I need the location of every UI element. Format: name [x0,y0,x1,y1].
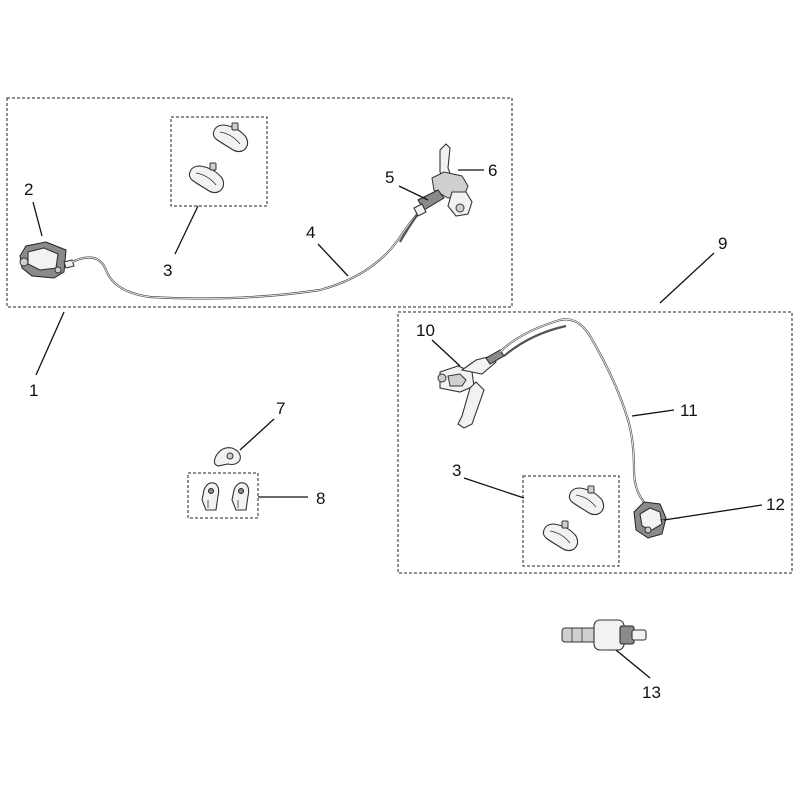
hose-clamp [213,418,275,467]
callout-13: 13 [642,683,661,702]
callout-11: 11 [680,401,698,420]
front-brake-pads [188,122,249,194]
callout-3-rear: 3 [452,461,461,480]
front-brake-caliper [19,241,75,279]
callout-1: 1 [29,381,38,400]
front-brake-lever [413,143,473,217]
hose-clips-frame [187,472,259,519]
callout-10: 10 [416,321,435,340]
callout-3-front: 3 [163,261,172,280]
leader-12 [663,504,763,521]
rear-brake-lever [437,349,505,429]
leader-3-front [174,205,199,255]
front-brake-assembly [6,97,513,376]
front-brake-assembly-frame [6,97,513,308]
callout-2: 2 [24,180,33,199]
callout-7: 7 [276,399,285,418]
callout-9: 9 [718,234,727,253]
front-brake-hose [71,205,425,300]
leader-4 [317,243,349,277]
rear-brake-hose [499,318,645,503]
leader-11 [631,409,675,417]
rear-brake-assembly [397,252,793,574]
callout-12: 12 [766,495,785,514]
leader-5 [398,185,429,201]
rear-brake-pads [542,485,605,552]
callout-4: 4 [306,223,315,242]
rear-brake-caliper [633,501,681,539]
hose-clips [187,472,308,519]
callout-5: 5 [385,168,394,187]
leader-3-rear [463,477,525,499]
callout-8: 8 [316,489,325,508]
leader-1 [35,311,65,376]
leader-9 [659,252,715,304]
leader-2 [32,201,43,237]
brake-light-switch [561,619,651,679]
rear-brake-pads-frame [522,475,620,567]
leader-7 [239,418,275,451]
front-brake-pads-frame [170,116,268,207]
callout-6: 6 [488,161,497,180]
rear-brake-assembly-frame [397,311,793,574]
leader-10 [431,339,461,367]
leader-13 [615,649,651,679]
